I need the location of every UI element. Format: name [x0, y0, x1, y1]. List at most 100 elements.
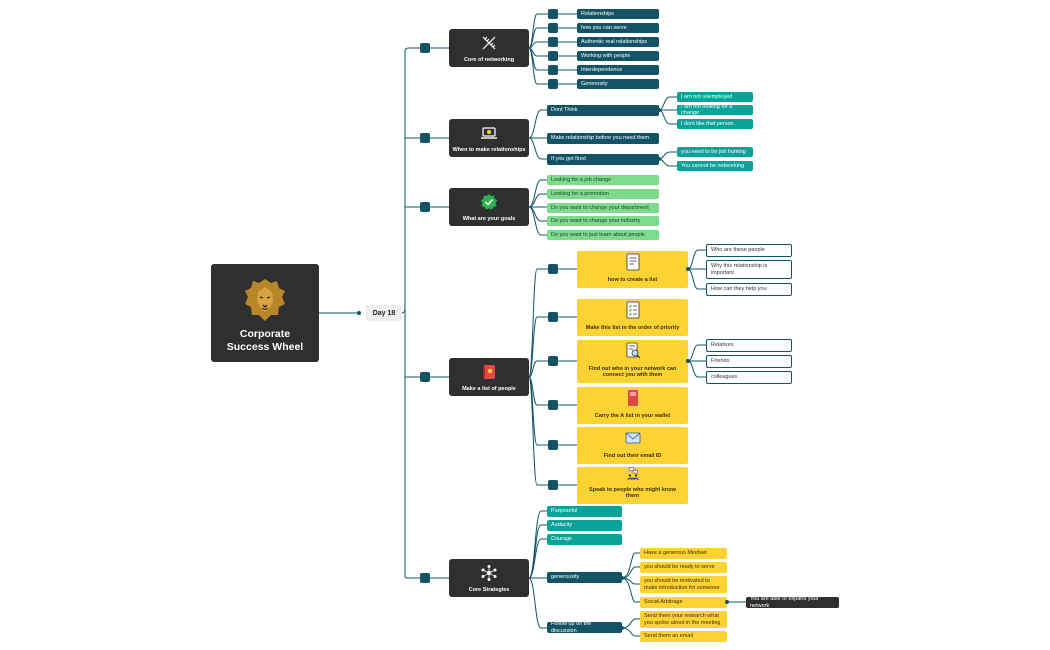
root-node[interactable]: Corporate Success Wheel — [211, 264, 319, 362]
list-item[interactable]: Send them your research what you spoke a… — [640, 611, 727, 628]
connector-dot — [725, 600, 729, 604]
list-item[interactable]: Friends — [706, 355, 792, 368]
list-item[interactable]: you should be ready to serve — [640, 562, 727, 573]
day-node[interactable]: Day 18 — [366, 305, 402, 321]
branch-label: When to make relationships — [452, 147, 526, 153]
card-label: Make this list in the order of priority — [585, 325, 680, 332]
connector-dot — [686, 267, 690, 271]
toggle-generosity[interactable] — [548, 79, 558, 89]
list-item[interactable]: Looking for a promotion — [547, 189, 659, 199]
toggle-authentic[interactable] — [548, 37, 558, 47]
list-item[interactable]: colleagues — [706, 371, 792, 384]
card-label: Speak to people who might know them — [589, 486, 676, 500]
document-icon — [626, 254, 639, 271]
list-item[interactable]: Relationships — [577, 9, 659, 19]
branch-label: Make a list of people — [462, 386, 516, 392]
toggle-interdependence[interactable] — [548, 65, 558, 75]
lion-icon — [245, 278, 285, 321]
list-item[interactable]: Do you want to change your department — [547, 203, 659, 213]
day-label: Day 18 — [372, 309, 396, 317]
toggle-serve[interactable] — [548, 23, 558, 33]
network-icon — [481, 565, 497, 581]
dont-think-node[interactable]: Dont Think — [547, 105, 659, 116]
list-item[interactable]: I am not looking for a change — [677, 104, 753, 116]
list-item[interactable]: Have a generous Mindset — [640, 548, 727, 559]
connector-dot — [620, 626, 624, 630]
branch-label: Core of networking — [463, 57, 515, 63]
card-wallet[interactable]: Carry the A list in your wallet — [577, 387, 688, 424]
card-email[interactable]: Find out their email ID — [577, 427, 688, 464]
list-item[interactable]: I dont like that person — [677, 119, 753, 129]
card-label: Carry the A list in your wallet — [594, 413, 671, 420]
wallet-icon — [627, 390, 638, 407]
list-item[interactable]: Looking for a job change — [547, 175, 659, 185]
connector-dot — [686, 359, 690, 363]
list-item[interactable]: how you can serve — [577, 23, 659, 33]
list-item[interactable]: Generosity — [577, 79, 659, 89]
list-item[interactable]: Do you want to just learn about people — [547, 230, 659, 240]
follow-up-node[interactable]: Follow up on the discussion — [547, 621, 622, 634]
branch-toggle-core-networking[interactable] — [420, 43, 430, 53]
toggle-card-4[interactable] — [548, 400, 558, 410]
list-item[interactable]: Who are these people — [706, 244, 792, 257]
arbitrage-note[interactable]: You are able to expand your network — [746, 596, 839, 609]
toggle-card-2[interactable] — [548, 312, 558, 322]
list-item[interactable]: Purposeful — [547, 506, 622, 517]
branch-toggle-core-strategies[interactable] — [420, 573, 430, 583]
card-find-network[interactable]: Find out who in your network can connect… — [577, 340, 688, 383]
card-create-list[interactable]: how to create a list — [577, 251, 688, 288]
list-item[interactable]: Audacity — [547, 520, 622, 531]
branch-toggle-list-people[interactable] — [420, 372, 430, 382]
list-item[interactable]: Send them an email — [640, 631, 727, 642]
branch-core-strategies[interactable]: Core Strategies — [449, 559, 529, 597]
list-item[interactable]: You cannot be networking — [677, 161, 753, 171]
branch-label: Core Strategies — [468, 587, 510, 593]
branch-when-relationships[interactable]: When to make relationships — [449, 119, 529, 157]
root-title-line2: Success Wheel — [226, 341, 304, 354]
toggle-card-3[interactable] — [548, 356, 558, 366]
branch-goals[interactable]: What are your goals — [449, 188, 529, 226]
card-label: Find out their email ID — [603, 453, 662, 460]
list-item[interactable]: you should be motivated to make introduc… — [640, 576, 727, 593]
card-speak[interactable]: Speak to people who might know them — [577, 467, 688, 504]
connector-dot — [620, 576, 624, 580]
toggle-card-6[interactable] — [548, 480, 558, 490]
list-item[interactable]: Relatives — [706, 339, 792, 352]
notebook-icon — [483, 365, 495, 379]
list-item[interactable]: Working with people — [577, 51, 659, 61]
social-arbitrage-node[interactable]: Social Arbitrage — [640, 597, 727, 608]
mail-icon — [625, 433, 640, 444]
branch-core-networking[interactable]: Core of networking — [449, 29, 529, 67]
checklist-icon — [626, 302, 639, 319]
list-item[interactable]: Interdependence — [577, 65, 659, 75]
list-item[interactable]: Do you want to change your industry — [547, 216, 659, 226]
list-item[interactable]: you need to be job hunting — [677, 147, 753, 157]
dna-icon — [482, 36, 496, 50]
branch-toggle-goals[interactable] — [420, 202, 430, 212]
generousity-node[interactable]: generousity — [547, 572, 622, 583]
toggle-card-1[interactable] — [548, 264, 558, 274]
toggle-card-5[interactable] — [548, 440, 558, 450]
before-need-node[interactable]: Make relationship before you need them — [547, 133, 659, 144]
chat-people-icon — [626, 467, 639, 481]
root-title-line1: Corporate — [239, 327, 291, 340]
connector-dot — [657, 108, 661, 112]
list-item[interactable]: Courage — [547, 534, 622, 545]
list-item[interactable]: Authentic real relationships — [577, 37, 659, 47]
card-label: Find out who in your network can connect… — [588, 365, 677, 379]
branch-toggle-when-relationships[interactable] — [420, 133, 430, 143]
list-item[interactable]: Why this relationship is important — [706, 260, 792, 279]
toggle-relationships[interactable] — [548, 9, 558, 19]
fired-node[interactable]: If you get fired — [547, 154, 659, 165]
laptop-icon — [481, 127, 497, 139]
list-item[interactable]: I am not unemployed — [677, 92, 753, 102]
card-priority[interactable]: Make this list in the order of priority — [577, 299, 688, 336]
connector-dot — [657, 157, 661, 161]
root-connector-dot — [357, 311, 361, 315]
branch-label: What are your goals — [462, 216, 516, 222]
branch-list-people[interactable]: Make a list of people — [449, 358, 529, 396]
toggle-working[interactable] — [548, 51, 558, 61]
list-item[interactable]: How can they help you — [706, 283, 792, 296]
check-badge-icon — [481, 194, 497, 210]
